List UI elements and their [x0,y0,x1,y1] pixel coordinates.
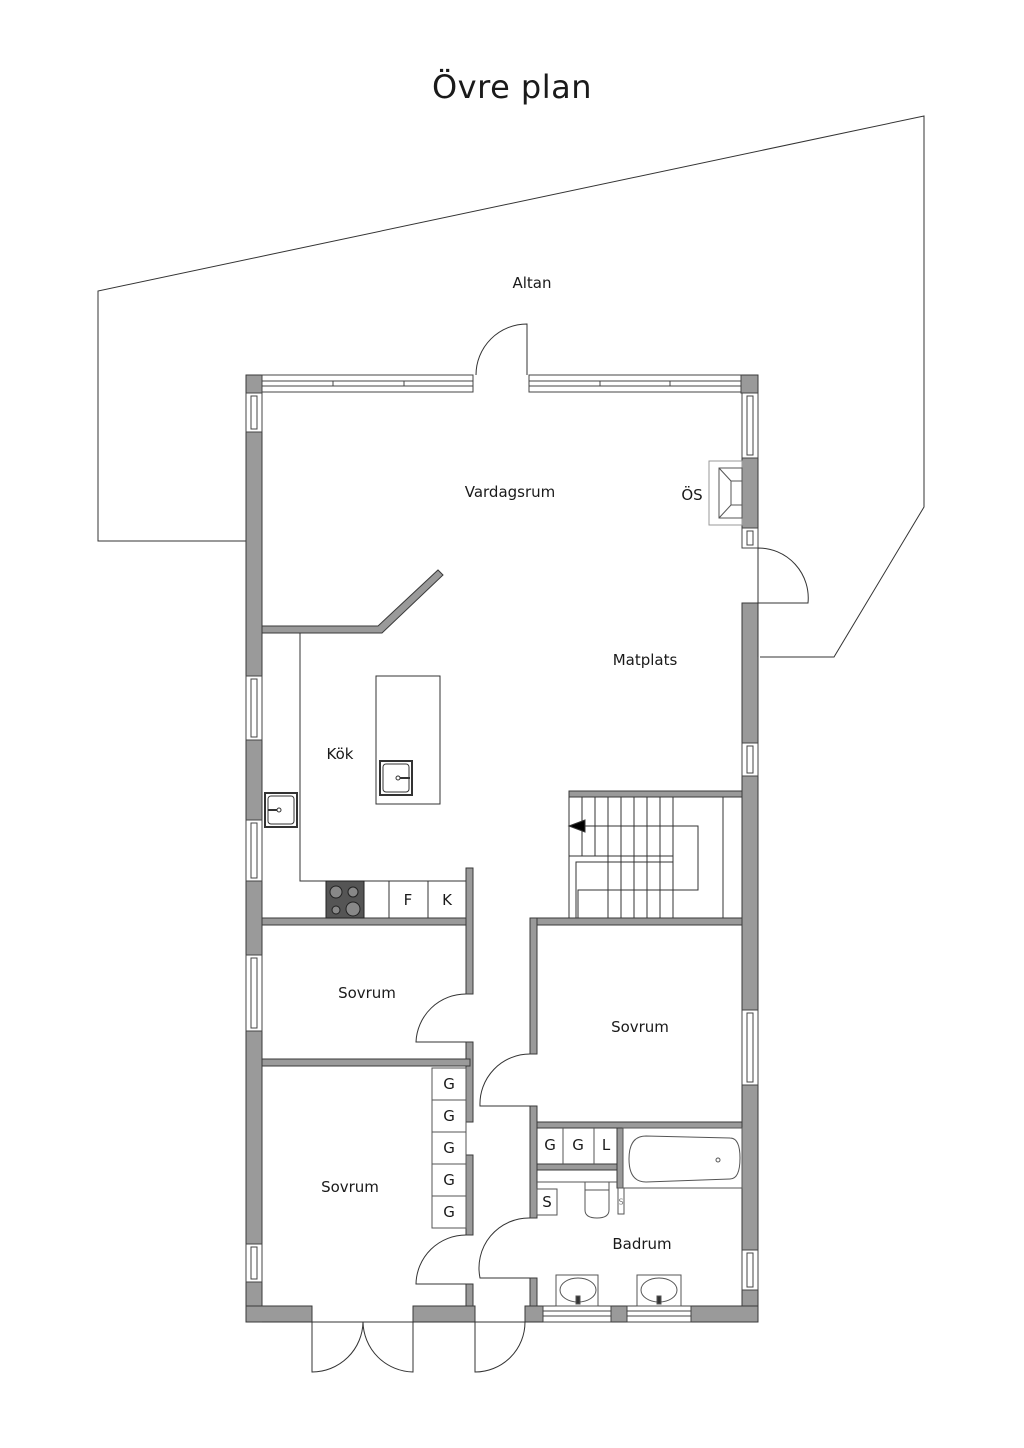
wall-outer-bottom-5 [690,1305,759,1323]
wall-bed1-bottom [261,1058,471,1067]
door-entrance [474,1321,526,1373]
fireplace-icon [708,460,743,526]
wall-outer-bottom-2 [412,1305,476,1323]
freezer-marker: K [442,891,452,909]
page-title: Övre plan [431,68,593,106]
window-bottom-1 [542,1305,612,1323]
wardrobe-marker-5: G [443,1203,455,1221]
stove-icon [325,880,365,919]
bathtub-icon [628,1135,741,1183]
door-side-east [757,547,809,604]
room-label-vardagsrum: Vardagsrum [464,483,556,501]
washbasin-1-icon [555,1274,599,1307]
door-altan [475,323,528,376]
washbasin-2-icon [636,1274,682,1307]
wall-outer-left-2 [245,739,263,821]
room-label-sovrum-2: Sovrum [611,1018,669,1036]
wall-corridor-left-2 [465,1041,474,1123]
room-label-matplats: Matplats [612,651,678,669]
sink-island [379,760,413,796]
wall-outer-bottom-1 [245,1305,313,1323]
wall-outer-top-left-corner [245,374,263,394]
small-storage [617,1187,625,1215]
room-label-sovrum-1: Sovrum [338,984,396,1002]
wall-stair-top [568,790,743,798]
wall-outer-left-3 [245,880,263,956]
room-label-altan: Altan [512,274,552,292]
wall-outer-right-3 [741,775,759,1011]
wall-outer-right-4 [741,1084,759,1251]
wardrobe-marker-1: G [443,1075,455,1093]
wardrobe-marker-4: G [443,1171,455,1189]
wall-bed2-bottom [536,1121,743,1129]
wardrobe-marker-6: G [544,1136,556,1154]
wardrobe-marker-2: G [443,1107,455,1125]
wall-outer-top-right-corner [740,374,759,394]
wall-outer-left-1 [245,431,263,677]
door-bedroom-3 [415,1234,467,1285]
wall-corridor-right-2 [529,1105,538,1219]
terrace-outline [97,115,925,658]
wall-corridor-right-1 [529,917,538,1055]
wall-corridor-left-4 [465,1283,474,1307]
door-bedroom-2 [479,1053,531,1107]
window-top-right [528,374,742,393]
wall-corridor-left-1 [465,867,474,995]
wall-outer-bottom-4 [610,1305,628,1323]
wall-outer-bottom-3 [524,1305,544,1323]
kitchen-counter-outline [299,633,466,882]
door-double-exit [311,1321,414,1373]
room-label-oppen-spis: ÖS [681,486,703,504]
stair-arrow-icon [567,819,586,833]
staircase [567,797,724,918]
window-bottom-2 [626,1305,692,1323]
small-storage-marker: S [618,1197,624,1207]
wall-closet-bottom [536,1163,622,1171]
fridge-marker: F [403,891,413,909]
wall-outer-left-4 [245,1030,263,1245]
door-bathroom [478,1217,531,1279]
wall-outer-right-1 [741,457,759,529]
wardrobe-column [431,1067,467,1229]
room-label-kok: Kök [326,745,354,763]
wardrobe-marker-7: G [572,1136,584,1154]
sink-wall [264,792,298,828]
linen-closet-marker: L [601,1136,611,1154]
storage-cabinet [536,1188,558,1216]
wardrobe-marker-3: G [443,1139,455,1157]
storage-marker: S [542,1193,552,1211]
kitchen-island [375,675,441,805]
wall-corridor-right-3 [529,1277,538,1307]
wall-stair-bottom [529,917,743,926]
wall-bath-divider [616,1127,624,1189]
wall-outer-right-2 [741,602,759,744]
room-label-badrum: Badrum [612,1235,672,1253]
wall-angled-partition [261,569,444,634]
wall-kitchen-bottom [261,917,471,926]
window-top-left [261,374,474,393]
wall-corridor-left-3 [465,1154,474,1236]
toilet-icon [584,1181,610,1219]
room-label-sovrum-3: Sovrum [321,1178,379,1196]
door-bedroom-1 [415,993,467,1043]
bathtub-area [622,1127,743,1189]
